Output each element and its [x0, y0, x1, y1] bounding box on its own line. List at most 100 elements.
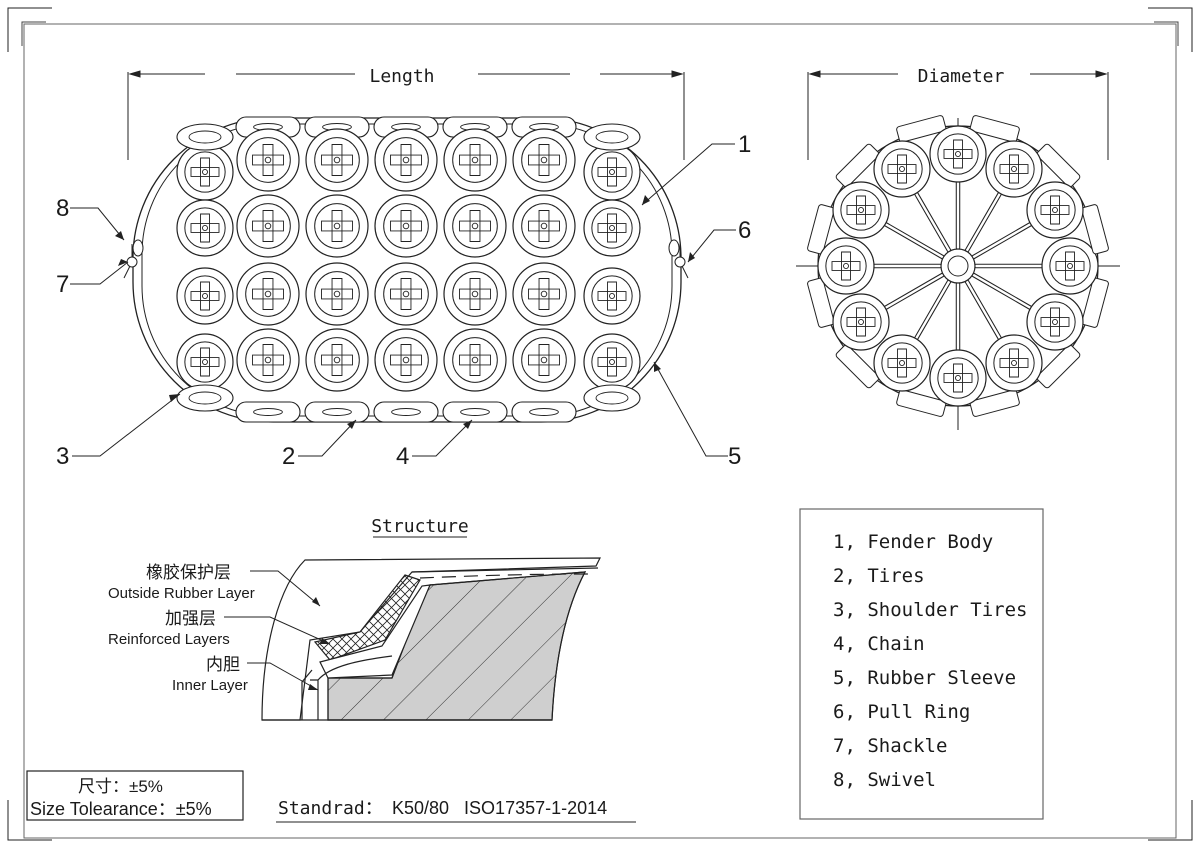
tire [305, 128, 369, 192]
tire [512, 328, 576, 392]
end-fitting [123, 239, 144, 279]
shoulder-tire [176, 333, 234, 391]
end-fitting [668, 239, 689, 279]
length-dimension [127, 70, 685, 160]
end-edge-pad [896, 115, 947, 143]
tire [512, 128, 576, 192]
end-tire [985, 334, 1043, 392]
shoulder-tire [176, 143, 234, 201]
outside-layer-cn: 橡胶保护层 [146, 563, 231, 582]
bottom-edge-tire [511, 401, 577, 423]
end-tire [929, 125, 987, 183]
structure-leaders [224, 570, 331, 691]
end-edge-pad [835, 143, 880, 188]
callout-1: 1 [738, 131, 751, 158]
tire [374, 194, 438, 258]
callout-7: 7 [56, 271, 69, 298]
end-tire [929, 349, 987, 407]
end-tire [1041, 237, 1099, 295]
callout-3: 3 [56, 443, 69, 470]
end-tire [1026, 293, 1084, 351]
tire [236, 328, 300, 392]
legend-item-fender-body: 1, Fender Body [833, 531, 993, 553]
end-tire [832, 293, 890, 351]
legend-item-pull-ring: 6, Pull Ring [833, 701, 970, 723]
end-edge-pad [1036, 344, 1081, 389]
tire [443, 128, 507, 192]
reinforced-layer-en: Reinforced Layers [108, 631, 230, 648]
tire [512, 194, 576, 258]
shoulder-corner-tire [583, 384, 641, 412]
end-tire [873, 140, 931, 198]
structure-cross-section [261, 557, 601, 721]
tire [374, 262, 438, 326]
legend-item-chain: 4, Chain [833, 633, 925, 655]
legend-item-rubber-sleeve: 5, Rubber Sleeve [833, 667, 1016, 689]
tire [443, 328, 507, 392]
end-tire [1026, 181, 1084, 239]
end-edge-pad [1081, 204, 1109, 255]
tire [236, 262, 300, 326]
callout-8: 8 [56, 195, 69, 222]
legend-item-swivel: 8, Swivel [833, 769, 936, 791]
callout-4: 4 [396, 443, 409, 470]
tire [305, 328, 369, 392]
callout-arrowheads [115, 195, 695, 429]
end-edge-pad [835, 344, 880, 389]
callout-2: 2 [282, 443, 295, 470]
shoulder-corner-tire [176, 123, 234, 151]
callout-leaders [70, 143, 736, 457]
bottom-edge-tire [235, 401, 301, 423]
tolerance-box [26, 770, 244, 821]
tire [305, 262, 369, 326]
shoulder-tire [583, 143, 641, 201]
end-tire [873, 334, 931, 392]
fender-side-view [123, 116, 689, 423]
fender-end-view [796, 115, 1120, 430]
standard-label: Standrad： [278, 798, 383, 819]
structure-title: Structure [371, 516, 469, 537]
tire [236, 128, 300, 192]
bottom-edge-tire [304, 401, 370, 423]
shoulder-tire [583, 267, 641, 325]
end-edge-pad [807, 204, 835, 255]
shoulder-corner-tire [583, 123, 641, 151]
end-tire [985, 140, 1043, 198]
legend-item-shoulder-tires: 3, Shoulder Tires [833, 599, 1027, 621]
tire [374, 128, 438, 192]
hub-inner [947, 255, 969, 277]
tire [512, 262, 576, 326]
bottom-edge-tire [442, 401, 508, 423]
standard-value: K50/80 ISO17357-1-2014 [392, 798, 607, 818]
callout-6: 6 [738, 217, 751, 244]
end-edge-pad [969, 389, 1020, 417]
diameter-dimension [807, 70, 1109, 160]
tire [443, 194, 507, 258]
outside-layer-en: Outside Rubber Layer [108, 585, 255, 602]
shoulder-tire [176, 199, 234, 257]
end-edge-pad [896, 389, 947, 417]
legend-box [799, 508, 1044, 820]
shoulder-tire [583, 333, 641, 391]
shoulder-corner-tire [176, 384, 234, 412]
end-tire [817, 237, 875, 295]
diameter-label: Diameter [918, 66, 1005, 87]
tire [443, 262, 507, 326]
length-label: Length [369, 66, 434, 87]
end-edge-pad [1036, 143, 1081, 188]
callout-5: 5 [728, 443, 741, 470]
tolerance-cn: 尺寸：±5% [78, 777, 163, 796]
end-edge-pad [807, 277, 835, 328]
hub-outer [940, 248, 976, 284]
tire [305, 194, 369, 258]
legend-list: 1, Fender Body 2, Tires 3, Shoulder Tire… [833, 531, 1027, 791]
reinforced-layer-cn: 加强层 [165, 609, 216, 628]
drawing-frame [7, 7, 1193, 841]
shoulder-tire [176, 267, 234, 325]
inner-layer-en: Inner Layer [172, 677, 248, 694]
legend-item-tires: 2, Tires [833, 565, 925, 587]
structure-arrowheads [308, 597, 330, 690]
end-edge-pad [1081, 277, 1109, 328]
tire [236, 194, 300, 258]
